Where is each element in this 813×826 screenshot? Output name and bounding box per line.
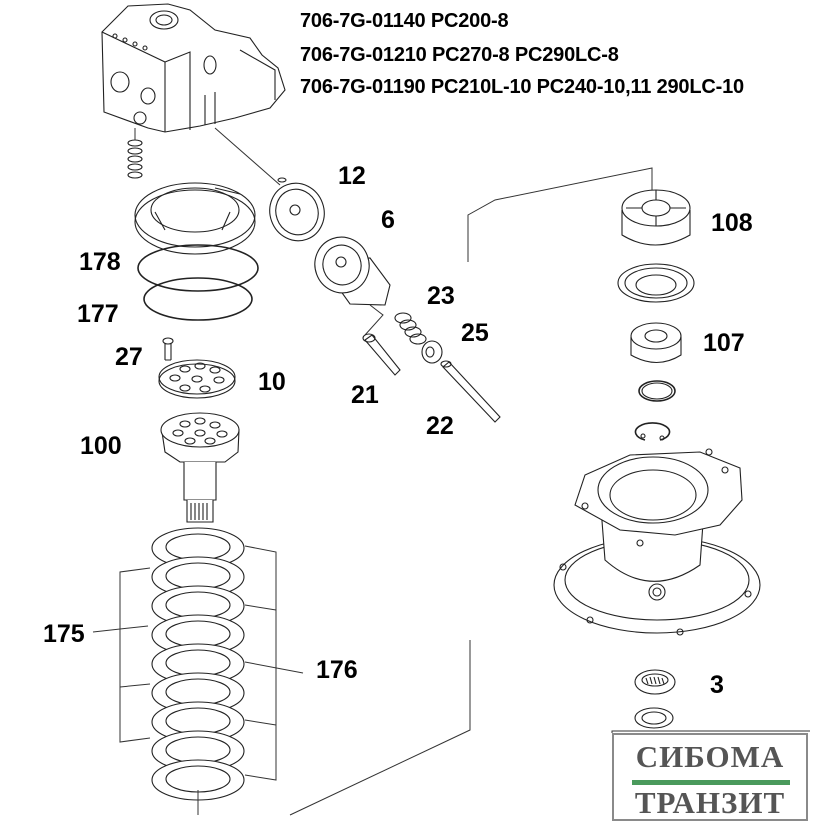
cylinder-block-6-drawing: [314, 236, 391, 336]
leader-case-right: [289, 640, 471, 816]
callout-6: 6: [381, 206, 395, 234]
callout-12: 12: [338, 162, 366, 190]
leader-23: [467, 167, 653, 262]
washer-drawing: [634, 707, 674, 729]
logo-line-2: ТРАНЗИТ: [634, 785, 786, 820]
brake-piston-drawing: [134, 182, 256, 255]
callout-21: 21: [351, 381, 379, 409]
o-ring-178-drawing: [137, 244, 259, 292]
logo-line-1: СИБОМА: [635, 739, 785, 774]
seal-drawing: [617, 263, 695, 303]
cylinder-block-100-drawing: [160, 412, 240, 523]
part-number-line-2: 706-7G-01210 PC270-8 PC290LC-8: [300, 44, 619, 66]
callout-176: 176: [316, 656, 358, 684]
pin-21-drawing: [362, 333, 401, 376]
shaft-22-drawing: [440, 360, 501, 423]
leader-bottom-box: [611, 730, 810, 733]
bearing-108-drawing: [621, 189, 691, 246]
callout-22: 22: [426, 412, 454, 440]
company-logo: СИБОМА ТРАНЗИТ: [612, 733, 808, 821]
brake-plate-stack-drawing: [92, 527, 304, 815]
callout-3: 3: [710, 671, 724, 699]
motor-case-drawing: [553, 448, 761, 636]
bolt-27-drawing: [162, 337, 174, 361]
callout-27: 27: [115, 343, 143, 371]
bearing-107-drawing: [630, 322, 682, 364]
circlip-drawing: [634, 422, 671, 441]
callout-108: 108: [711, 209, 753, 237]
callout-177: 177: [77, 300, 119, 328]
valve-block-drawing: [101, 3, 286, 186]
part-number-line-3: 706-7G-01190 PC210L-10 PC240-10,11 290LC…: [300, 76, 744, 98]
callout-107: 107: [703, 329, 745, 357]
callout-175: 175: [43, 620, 85, 648]
callout-23: 23: [427, 282, 455, 310]
spring-23-drawing: [394, 312, 427, 345]
part-number-line-1: 706-7G-01140 PC200-8: [300, 10, 509, 32]
valve-plate-10-drawing: [158, 359, 236, 399]
needle-bearing-3-drawing: [634, 669, 676, 695]
collar-25-drawing: [421, 340, 443, 364]
callout-100: 100: [80, 432, 122, 460]
logo-green-bar: [632, 780, 790, 785]
callout-10: 10: [258, 368, 286, 396]
retainer-plate-12-drawing: [269, 177, 325, 242]
callout-25: 25: [461, 319, 489, 347]
callout-178: 178: [79, 248, 121, 276]
ring-drawing: [638, 380, 676, 402]
o-ring-177-drawing: [143, 277, 253, 321]
